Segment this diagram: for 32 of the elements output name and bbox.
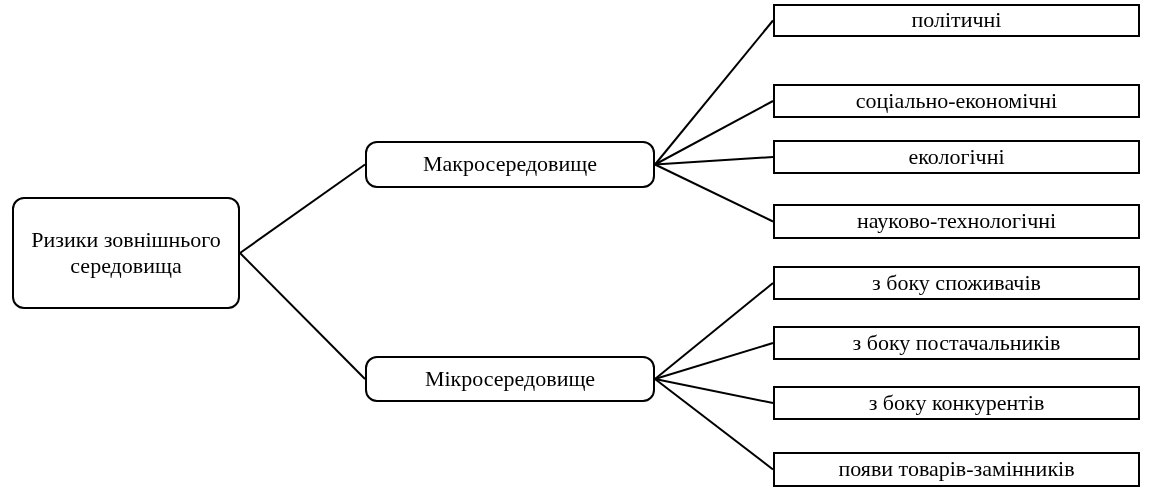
node-text: екологічні bbox=[908, 143, 1005, 171]
connector-line bbox=[239, 252, 366, 380]
connector-line bbox=[654, 378, 774, 471]
node-text: з боку споживачів bbox=[872, 269, 1041, 297]
connector-line bbox=[654, 156, 774, 166]
connector-line bbox=[654, 342, 774, 380]
node-text: Макросередовище bbox=[423, 151, 597, 178]
factor-box bbox=[773, 84, 1140, 118]
connector-line bbox=[654, 100, 774, 166]
connector-line bbox=[654, 282, 774, 380]
connector-line bbox=[654, 163, 774, 223]
node-text: Ризики зовнішнього середовища bbox=[30, 226, 222, 280]
category-box bbox=[365, 141, 655, 188]
node-text: соціально-економічні bbox=[855, 87, 1058, 115]
root-box bbox=[12, 197, 240, 309]
node-text: появи товарів-замінників bbox=[838, 456, 1075, 483]
node-text: з боку конкурентів bbox=[868, 389, 1045, 417]
connector-line bbox=[239, 163, 366, 254]
factor-box bbox=[773, 4, 1140, 37]
node-text: науково-технологічні bbox=[856, 208, 1057, 235]
factor-box bbox=[773, 386, 1140, 420]
connector-line bbox=[654, 378, 774, 404]
factor-box bbox=[773, 326, 1140, 360]
category-box bbox=[365, 356, 655, 402]
factor-box bbox=[773, 204, 1140, 239]
connector-line bbox=[654, 19, 774, 166]
factor-box bbox=[773, 140, 1140, 174]
factor-box bbox=[773, 452, 1140, 487]
node-text: політичні bbox=[911, 7, 1002, 34]
node-text: Мікросередовище bbox=[424, 365, 596, 393]
factor-box bbox=[773, 266, 1140, 300]
node-text: з боку постачальників bbox=[852, 329, 1061, 357]
